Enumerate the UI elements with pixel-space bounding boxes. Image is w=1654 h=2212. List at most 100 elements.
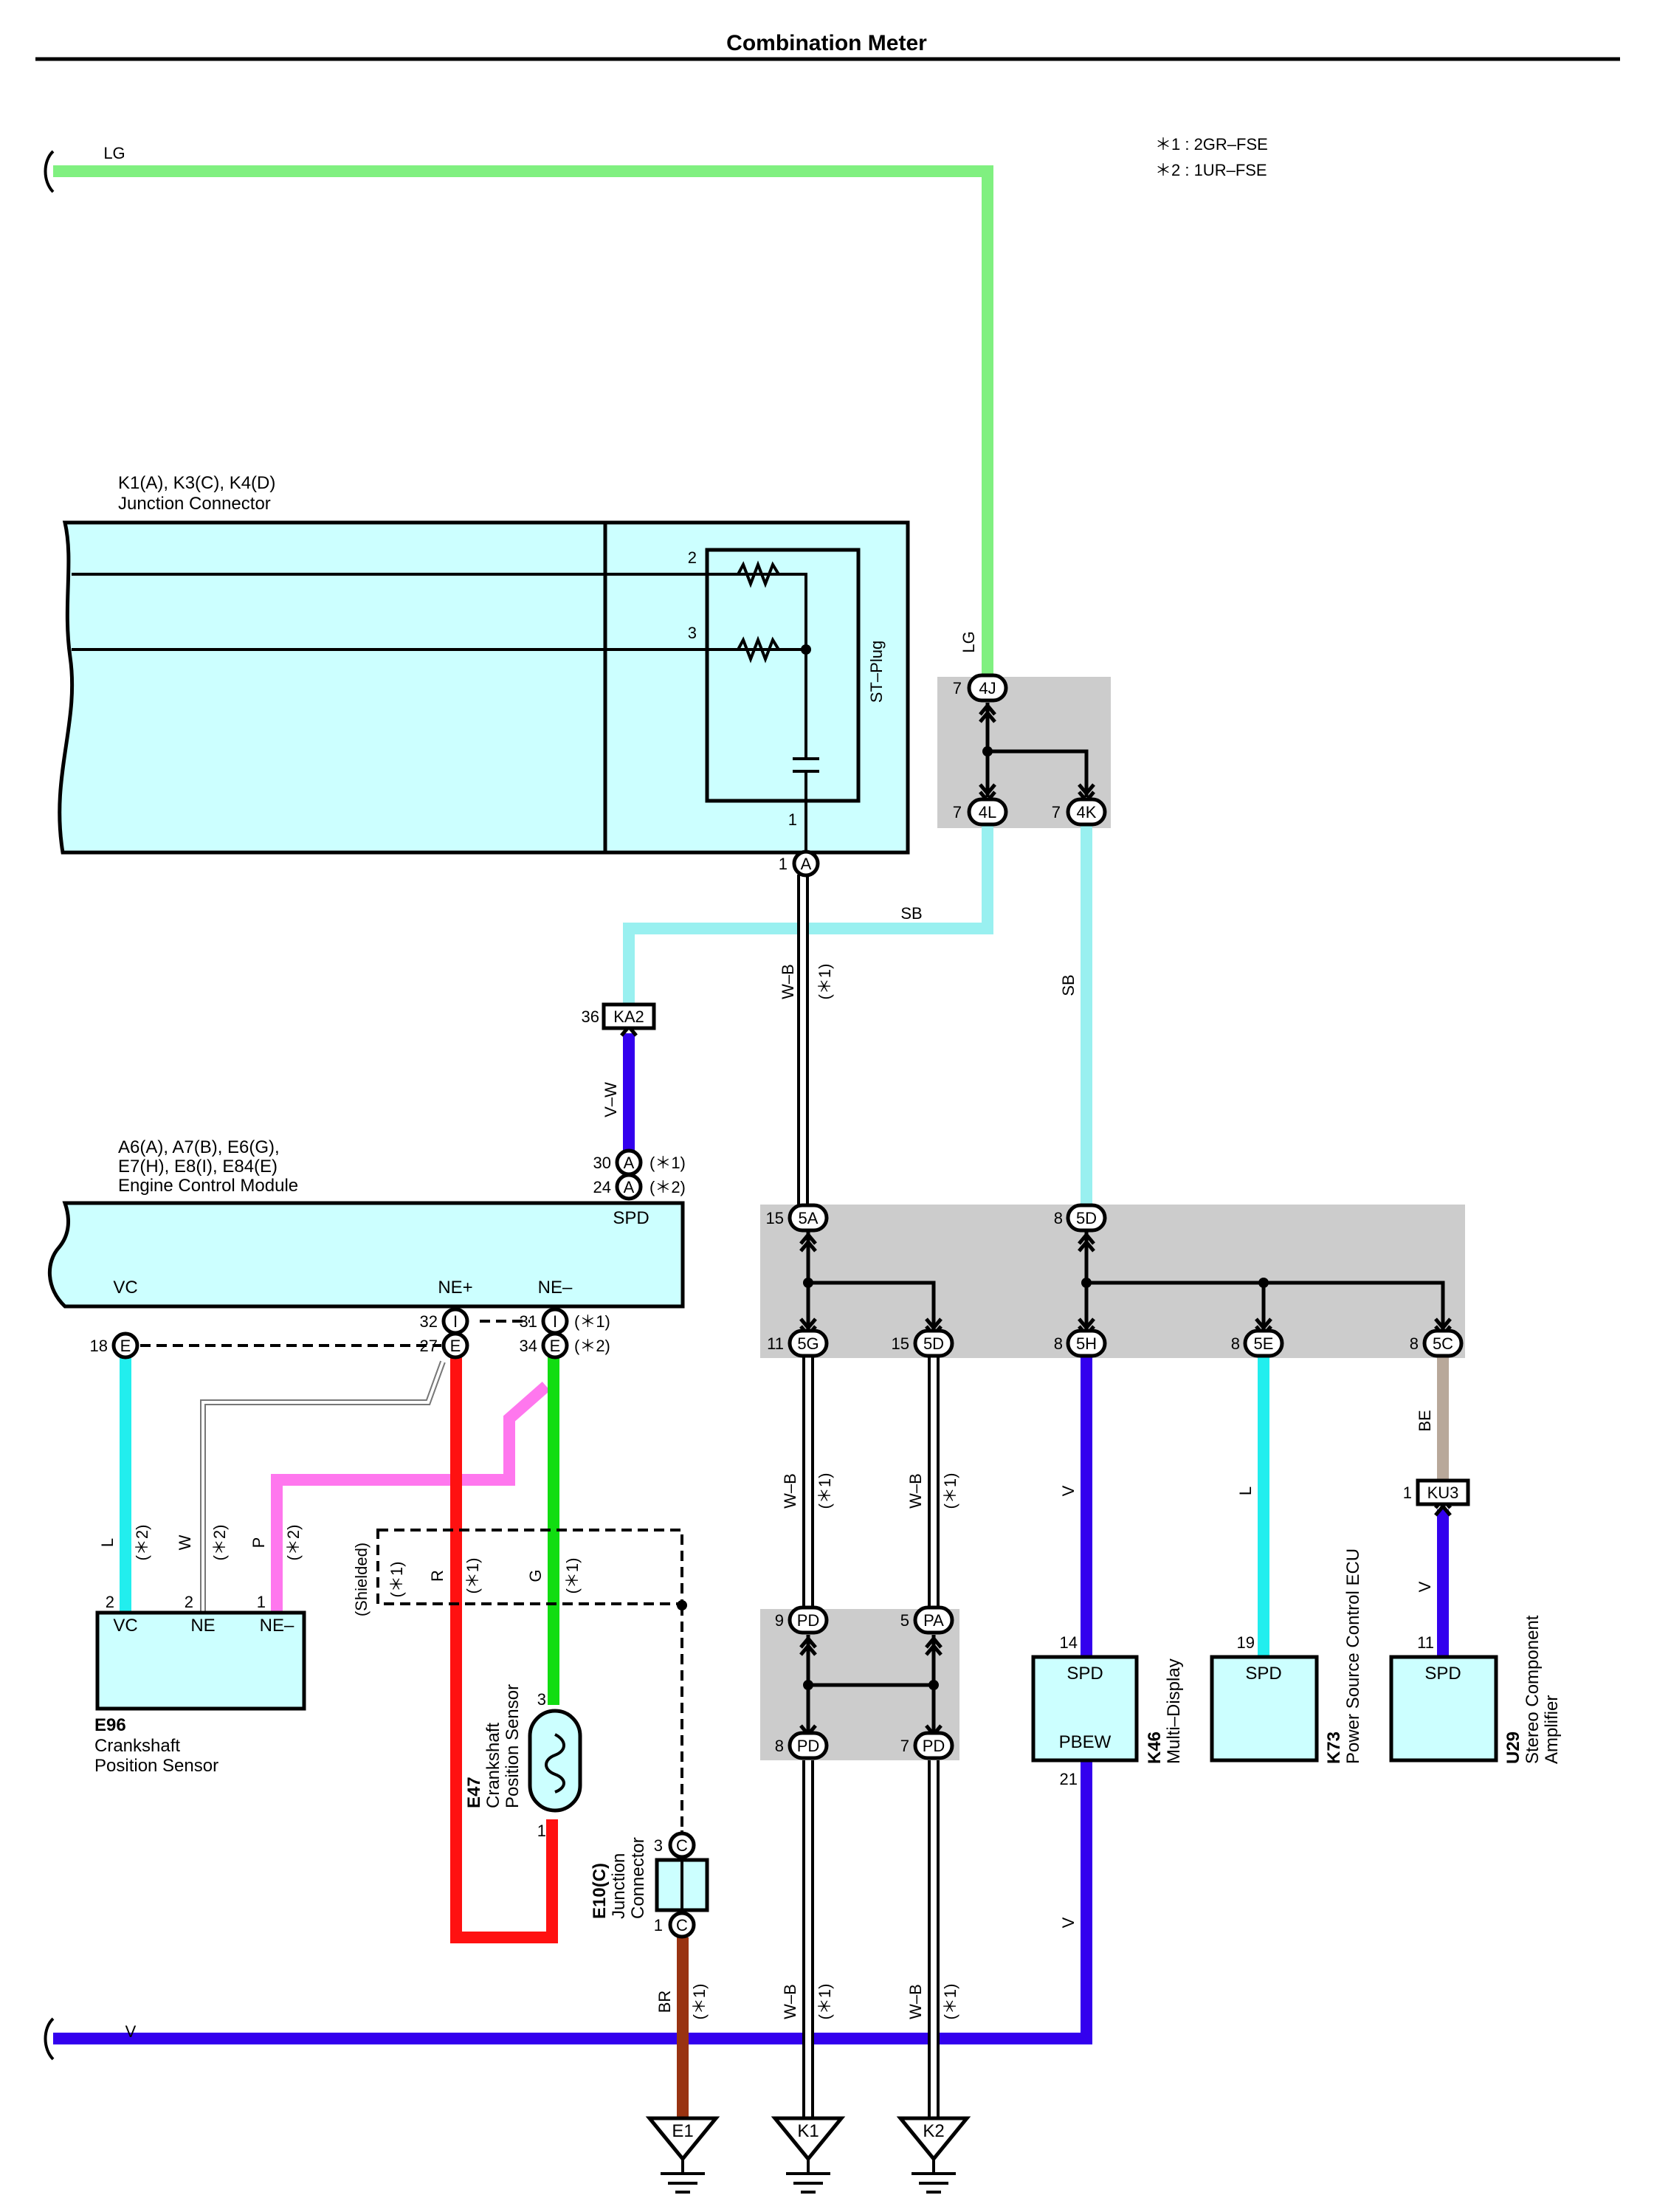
connector-4k-2: 4K	[1066, 797, 1107, 827]
ecm-dashed-lines	[140, 1320, 530, 1347]
pin-number-8: (＊2)	[649, 1178, 686, 1196]
wire-label-23: (Shielded)	[352, 1543, 371, 1616]
connector-c-24: C	[668, 1831, 696, 1859]
note-2: ＊2 : 1UR–FSE	[1155, 161, 1267, 179]
pin-number-35: 2	[185, 1593, 193, 1611]
pin-number-19: 15	[892, 1334, 909, 1353]
pin-number-32: 3	[654, 1836, 663, 1855]
u29-label: U29 Stereo Component Amplifier	[1503, 1615, 1562, 1764]
e96-id: E96	[94, 1715, 126, 1735]
connector-a-5: A	[615, 1148, 643, 1176]
e10-name-2: Connector	[628, 1837, 648, 1919]
connector-label: E	[550, 1337, 561, 1355]
e47-label: E47 Crankshaft Position Sensor	[464, 1684, 523, 1808]
wire-break-v	[44, 2017, 55, 2061]
connector-ku3-19: KU3	[1416, 1478, 1470, 1506]
pin-number-12: 18	[90, 1337, 108, 1355]
connector-label: KU3	[1427, 1484, 1459, 1502]
pin-number-24: 9	[775, 1611, 784, 1630]
connector-label: PD	[797, 1737, 820, 1755]
wire-label-11: V	[1059, 1917, 1078, 1928]
wire-label-14: (＊2)	[133, 1525, 151, 1561]
k46-term-pbew: PBEW	[1059, 1732, 1112, 1752]
wire-w	[200, 1360, 446, 1613]
e96-term-vc: VC	[113, 1616, 137, 1636]
k73-label: K73 Power Source Control ECU	[1324, 1548, 1363, 1764]
note-1: ＊1 : 2GR–FSE	[1155, 135, 1268, 154]
e96-name-2: Position Sensor	[94, 1756, 218, 1776]
pin-number-7: (＊1)	[649, 1154, 686, 1172]
pin-number-33: 1	[654, 1916, 663, 1934]
ecm-term-ne-minus: NE–	[538, 1278, 573, 1298]
e47-coil-icon	[545, 1733, 565, 1794]
wire-label-24: (＊1)	[387, 1562, 406, 1598]
wire-label-32: (＊1)	[816, 1984, 834, 2020]
wire-label-18: (＊2)	[284, 1525, 303, 1561]
connector-ka2-4: KA2	[602, 1002, 656, 1030]
connector-5h-16: 5H	[1066, 1329, 1107, 1358]
wire-label-8: L	[1236, 1486, 1255, 1495]
wire-label-22: (＊1)	[563, 1558, 582, 1594]
ground-k1: K1	[771, 2116, 846, 2194]
connector-label: KA2	[613, 1007, 644, 1026]
connector-a-3: A	[792, 850, 820, 878]
jc-id: K1(A), K3(C), K4(D)	[118, 473, 275, 493]
st-plug-node	[801, 644, 811, 655]
connector-pa-21: PA	[913, 1605, 954, 1635]
wire-label-9: BE	[1416, 1410, 1434, 1431]
shielded-box	[376, 1529, 683, 1605]
connector-label: PD	[923, 1737, 945, 1755]
pin-number-11: (＊1)	[574, 1312, 610, 1331]
pin-number-25: 5	[900, 1611, 909, 1630]
pin-number-21: 8	[1231, 1334, 1240, 1353]
pin-number-16: 15	[766, 1209, 784, 1227]
pin-number-15: (＊2)	[574, 1337, 610, 1355]
pin-number-4: 36	[582, 1007, 599, 1026]
wire-label-21: G	[526, 1569, 545, 1582]
wire-label-1: LG	[959, 631, 978, 652]
wire-label-33: W–B	[906, 1984, 925, 2019]
connector-a-6: A	[615, 1173, 643, 1201]
wire-lg-top	[53, 165, 993, 688]
wire-label-30: (＊1)	[941, 1473, 959, 1509]
wire-label-15: W	[176, 1534, 194, 1550]
wire-label-25: BR	[655, 1991, 674, 2013]
pin-number-27: 7	[900, 1737, 909, 1755]
e47-name-1: Crankshaft	[483, 1723, 503, 1808]
ground-e1: E1	[645, 2116, 720, 2194]
pin-number-22: 8	[1410, 1334, 1419, 1353]
wire-p	[271, 1381, 551, 1613]
connector-label: A	[624, 1154, 635, 1172]
e10-name-1: Junction	[609, 1853, 629, 1919]
connector-label: 5A	[799, 1209, 819, 1227]
wire-label-0: LG	[103, 144, 125, 162]
wire-label-10: V	[1416, 1581, 1434, 1592]
u29-id: U29	[1503, 1732, 1523, 1764]
wire-label-26: (＊1)	[690, 1984, 709, 2020]
ground-k2-label: K2	[923, 2121, 944, 2141]
connector-label: 5G	[797, 1334, 819, 1353]
st-plug-circuit	[731, 560, 819, 856]
ecm-term-spd: SPD	[613, 1208, 649, 1228]
u29-term-spd: SPD	[1424, 1664, 1461, 1684]
connector-label: 5C	[1433, 1334, 1453, 1353]
pin-number-6: 24	[593, 1178, 611, 1196]
connector-label: C	[676, 1836, 688, 1855]
ecm-id-1: A6(A), A7(B), E6(G),	[118, 1137, 280, 1157]
jc-pin-3: 3	[688, 624, 697, 642]
wire-label-34: (＊1)	[941, 1984, 959, 2020]
wire-break-lg	[44, 150, 55, 193]
shield-node	[677, 1600, 687, 1610]
connector-label: PD	[797, 1611, 820, 1630]
connector-label: 5H	[1076, 1334, 1097, 1353]
pin-number-30: 19	[1237, 1633, 1255, 1652]
connector-pd-22: PD	[788, 1731, 829, 1760]
k73-id: K73	[1324, 1732, 1344, 1764]
ecm-name: Engine Control Module	[118, 1176, 298, 1196]
pin-number-13: 27	[420, 1337, 438, 1355]
ground-e1-label: E1	[672, 2121, 693, 2141]
k46-term-spd: SPD	[1067, 1664, 1103, 1684]
